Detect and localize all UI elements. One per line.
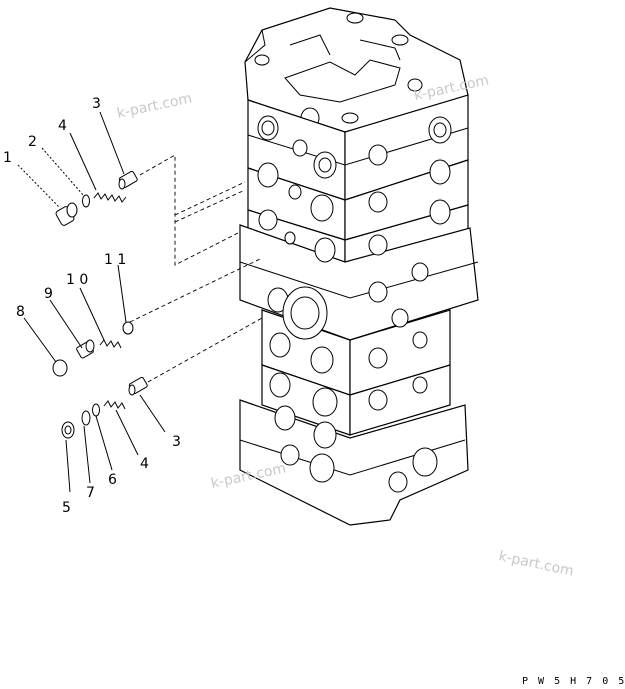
callout-5: 5 (62, 500, 71, 516)
watermark-text: k-part.com (497, 548, 575, 580)
callout-10: 1 0 (66, 272, 88, 288)
relief-valve-parts-upper (55, 170, 138, 226)
callout-7: 7 (86, 485, 95, 501)
relief-valve-parts-lower (61, 376, 148, 439)
callout-11: 1 1 (104, 252, 126, 268)
poppet-3 (118, 170, 138, 190)
watermark-text: k-part.com (116, 90, 194, 122)
callout-1: 1 (3, 150, 12, 166)
relief-valve-parts-middle (52, 321, 134, 377)
o-ring-2 (82, 194, 90, 208)
spring-10 (99, 339, 122, 349)
callout-2: 2 (28, 134, 37, 150)
o-ring-7 (81, 410, 91, 426)
control-valve-body (239, 7, 479, 526)
plug-1 (55, 202, 78, 226)
callout-3-lower: 3 (172, 434, 181, 450)
spring-4-lower (103, 400, 126, 410)
callout-8: 8 (16, 304, 25, 320)
callout-leaders (17, 111, 166, 493)
callout-4: 4 (58, 118, 67, 134)
drawing-code: P W 5 H 7 0 5 (522, 676, 625, 687)
o-ring-6 (92, 403, 100, 417)
spring-4 (93, 192, 127, 203)
explosion-leaders (129, 154, 263, 383)
port-holes (257, 115, 338, 483)
port-holes-right (368, 116, 452, 493)
cap-8 (52, 359, 68, 377)
callout-labels: 1 2 4 3 8 9 1 0 1 1 3 4 6 7 5 (3, 96, 181, 516)
o-ring-11 (122, 321, 134, 335)
callout-6: 6 (108, 472, 117, 488)
plug-5 (61, 421, 75, 439)
callout-3: 3 (92, 96, 101, 112)
poppet-3-lower (128, 376, 148, 396)
callout-9: 9 (44, 286, 53, 302)
callout-4-lower: 4 (140, 456, 149, 472)
